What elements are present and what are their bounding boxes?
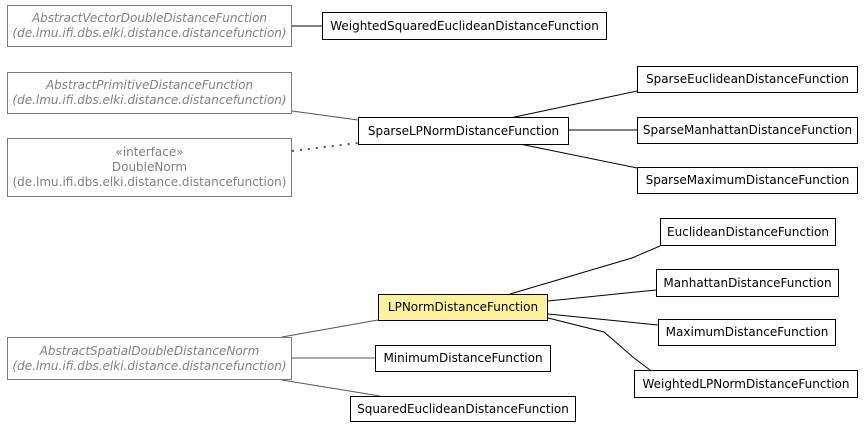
node-name: WeightedSquaredEuclideanDistanceFunction — [330, 18, 599, 33]
node-stereotype: «interface» — [115, 145, 184, 159]
edge-abstract-spatial-to-lp-norm — [281, 319, 379, 338]
node-sparse-maximum-distance-function[interactable]: SparseMaximumDistanceFunction — [637, 167, 858, 194]
edge-sparse-lp-norm-to-sparse-maximum — [509, 141, 638, 169]
node-lp-norm-distance-function[interactable]: LPNormDistanceFunction — [378, 294, 548, 321]
node-weighted-squared-euclidean-distance-function[interactable]: WeightedSquaredEuclideanDistanceFunction — [322, 12, 607, 40]
node-squared-euclidean-distance-function[interactable]: SquaredEuclideanDistanceFunction — [350, 396, 576, 422]
node-name: EuclideanDistanceFunction — [667, 224, 829, 239]
edge-lp-norm-to-maximum — [547, 313, 659, 326]
node-name: MinimumDistanceFunction — [383, 351, 543, 365]
node-minimum-distance-function[interactable]: MinimumDistanceFunction — [375, 345, 551, 372]
node-name: AbstractPrimitiveDistanceFunction — [45, 78, 254, 92]
node-sparse-euclidean-distance-function[interactable]: SparseEuclideanDistanceFunction — [637, 66, 858, 93]
node-manhattan-distance-function[interactable]: ManhattanDistanceFunction — [656, 269, 839, 297]
node-sparse-lp-norm-distance-function[interactable]: SparseLPNormDistanceFunction — [358, 117, 569, 145]
node-name: SparseManhattanDistanceFunction — [642, 123, 853, 137]
node-name: DoubleNorm — [111, 160, 188, 174]
node-name: MaximumDistanceFunction — [665, 325, 829, 339]
node-sparse-manhattan-distance-function[interactable]: SparseManhattanDistanceFunction — [637, 117, 858, 144]
node-name: AbstractSpatialDoubleDistanceNorm — [39, 343, 260, 358]
node-name: SparseMaximumDistanceFunction — [645, 173, 850, 187]
node-package: (de.lmu.ifi.dbs.elki.distance.distancefu… — [12, 175, 287, 189]
node-abstract-primitive-distance-function[interactable]: AbstractPrimitiveDistanceFunction (de.lm… — [7, 72, 292, 114]
node-package: (de.lmu.ifi.dbs.elki.distance.distancefu… — [12, 93, 287, 107]
edge-abstract-primitive-to-sparse-lp-norm — [291, 110, 359, 121]
node-name: LPNormDistanceFunction — [387, 300, 539, 314]
edge-lp-norm-to-weighted-lp-norm — [547, 317, 651, 371]
node-name: ManhattanDistanceFunction — [663, 275, 832, 290]
node-name: SparseEuclideanDistanceFunction — [645, 72, 850, 86]
node-name: WeightedLPNormDistanceFunction — [642, 376, 850, 391]
node-double-norm-interface[interactable]: «interface» DoubleNorm (de.lmu.ifi.dbs.e… — [7, 138, 292, 197]
node-maximum-distance-function[interactable]: MaximumDistanceFunction — [658, 319, 836, 346]
node-package: (de.lmu.ifi.dbs.elki.distance.distancefu… — [12, 358, 287, 373]
edge-abstract-spatial-to-squared-euclidean — [281, 379, 381, 397]
node-abstract-vector-double-distance-function[interactable]: AbstractVectorDoubleDistanceFunction (de… — [7, 5, 292, 47]
node-name: AbstractVectorDoubleDistanceFunction — [31, 11, 268, 25]
edge-lp-norm-to-euclidean — [509, 245, 661, 295]
node-abstract-spatial-double-distance-norm[interactable]: AbstractSpatialDoubleDistanceNorm (de.lm… — [7, 337, 292, 380]
node-name: SparseLPNormDistanceFunction — [367, 123, 560, 138]
edge-double-norm-to-sparse-lp-norm — [291, 142, 359, 152]
edge-lp-norm-to-manhattan — [547, 289, 657, 302]
edge-sparse-lp-norm-to-sparse-euclidean — [509, 90, 638, 119]
node-package: (de.lmu.ifi.dbs.elki.distance.distancefu… — [12, 26, 287, 40]
node-euclidean-distance-function[interactable]: EuclideanDistanceFunction — [660, 218, 836, 246]
node-weighted-lp-norm-distance-function[interactable]: WeightedLPNormDistanceFunction — [634, 370, 858, 398]
node-name: SquaredEuclideanDistanceFunction — [357, 401, 569, 416]
